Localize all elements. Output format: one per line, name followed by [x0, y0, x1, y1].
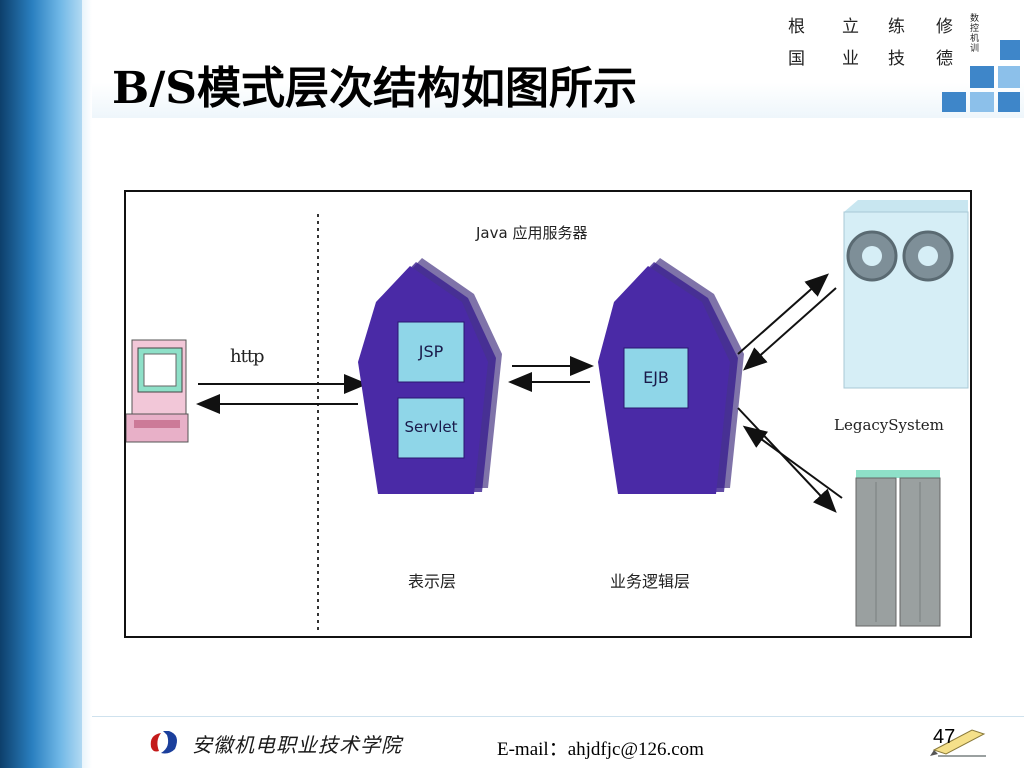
motto-char: 根	[788, 17, 805, 37]
header-band	[92, 0, 1024, 118]
school-logo-icon	[150, 731, 177, 754]
java-app-server-label: Java 应用服务器	[476, 224, 588, 242]
business-logic-layer-label: 业务逻辑层	[610, 572, 691, 591]
ejb-component-label: EJB	[643, 368, 669, 387]
motto-block: 根 立 练 修 国 业 技 德 数控机训	[780, 12, 979, 72]
motto-char: 业	[842, 49, 859, 69]
contact-email: E-mail：ahjdfjc@126.com	[497, 739, 704, 760]
jsp-component-label: JSP	[418, 342, 444, 361]
presentation-layer-label: 表示层	[408, 572, 457, 591]
bs-architecture-diagram: Java 应用服务器 http JSP Servlet EJB LegacySy…	[124, 190, 972, 638]
business-to-database-arrow	[737, 407, 837, 513]
motto-char: 国	[788, 49, 805, 69]
motto-char: 练	[888, 17, 905, 37]
database-server-icon	[855, 470, 941, 627]
legacy-system-label: LegacySystem	[834, 416, 944, 434]
servlet-component-label: Servlet	[404, 418, 458, 436]
legacy-mainframe-icon	[843, 200, 969, 389]
motto-char: 修	[936, 17, 953, 37]
business-tier-container	[598, 258, 744, 494]
motto-small-text: 数控机训	[970, 14, 980, 54]
footer-divider	[92, 716, 1024, 717]
pencil-icon	[930, 729, 986, 757]
motto-char: 技	[888, 49, 905, 69]
page-number: 47	[933, 726, 956, 748]
business-to-legacy-arrow	[737, 273, 829, 355]
motto-char: 立	[842, 17, 859, 37]
motto-char: 德	[936, 49, 953, 69]
database-to-business-arrow	[742, 425, 843, 499]
client-computer-icon	[126, 339, 189, 443]
diagram-graphics	[126, 200, 969, 632]
slide-title: B/S模式层次结构如图所示	[112, 63, 638, 114]
http-protocol-label: http	[230, 346, 265, 367]
school-name: 安徽机电职业技术学院	[192, 733, 402, 757]
left-decorative-bar	[0, 0, 92, 768]
legacy-to-business-arrow	[743, 287, 837, 371]
presentation-tier-container	[358, 258, 502, 494]
